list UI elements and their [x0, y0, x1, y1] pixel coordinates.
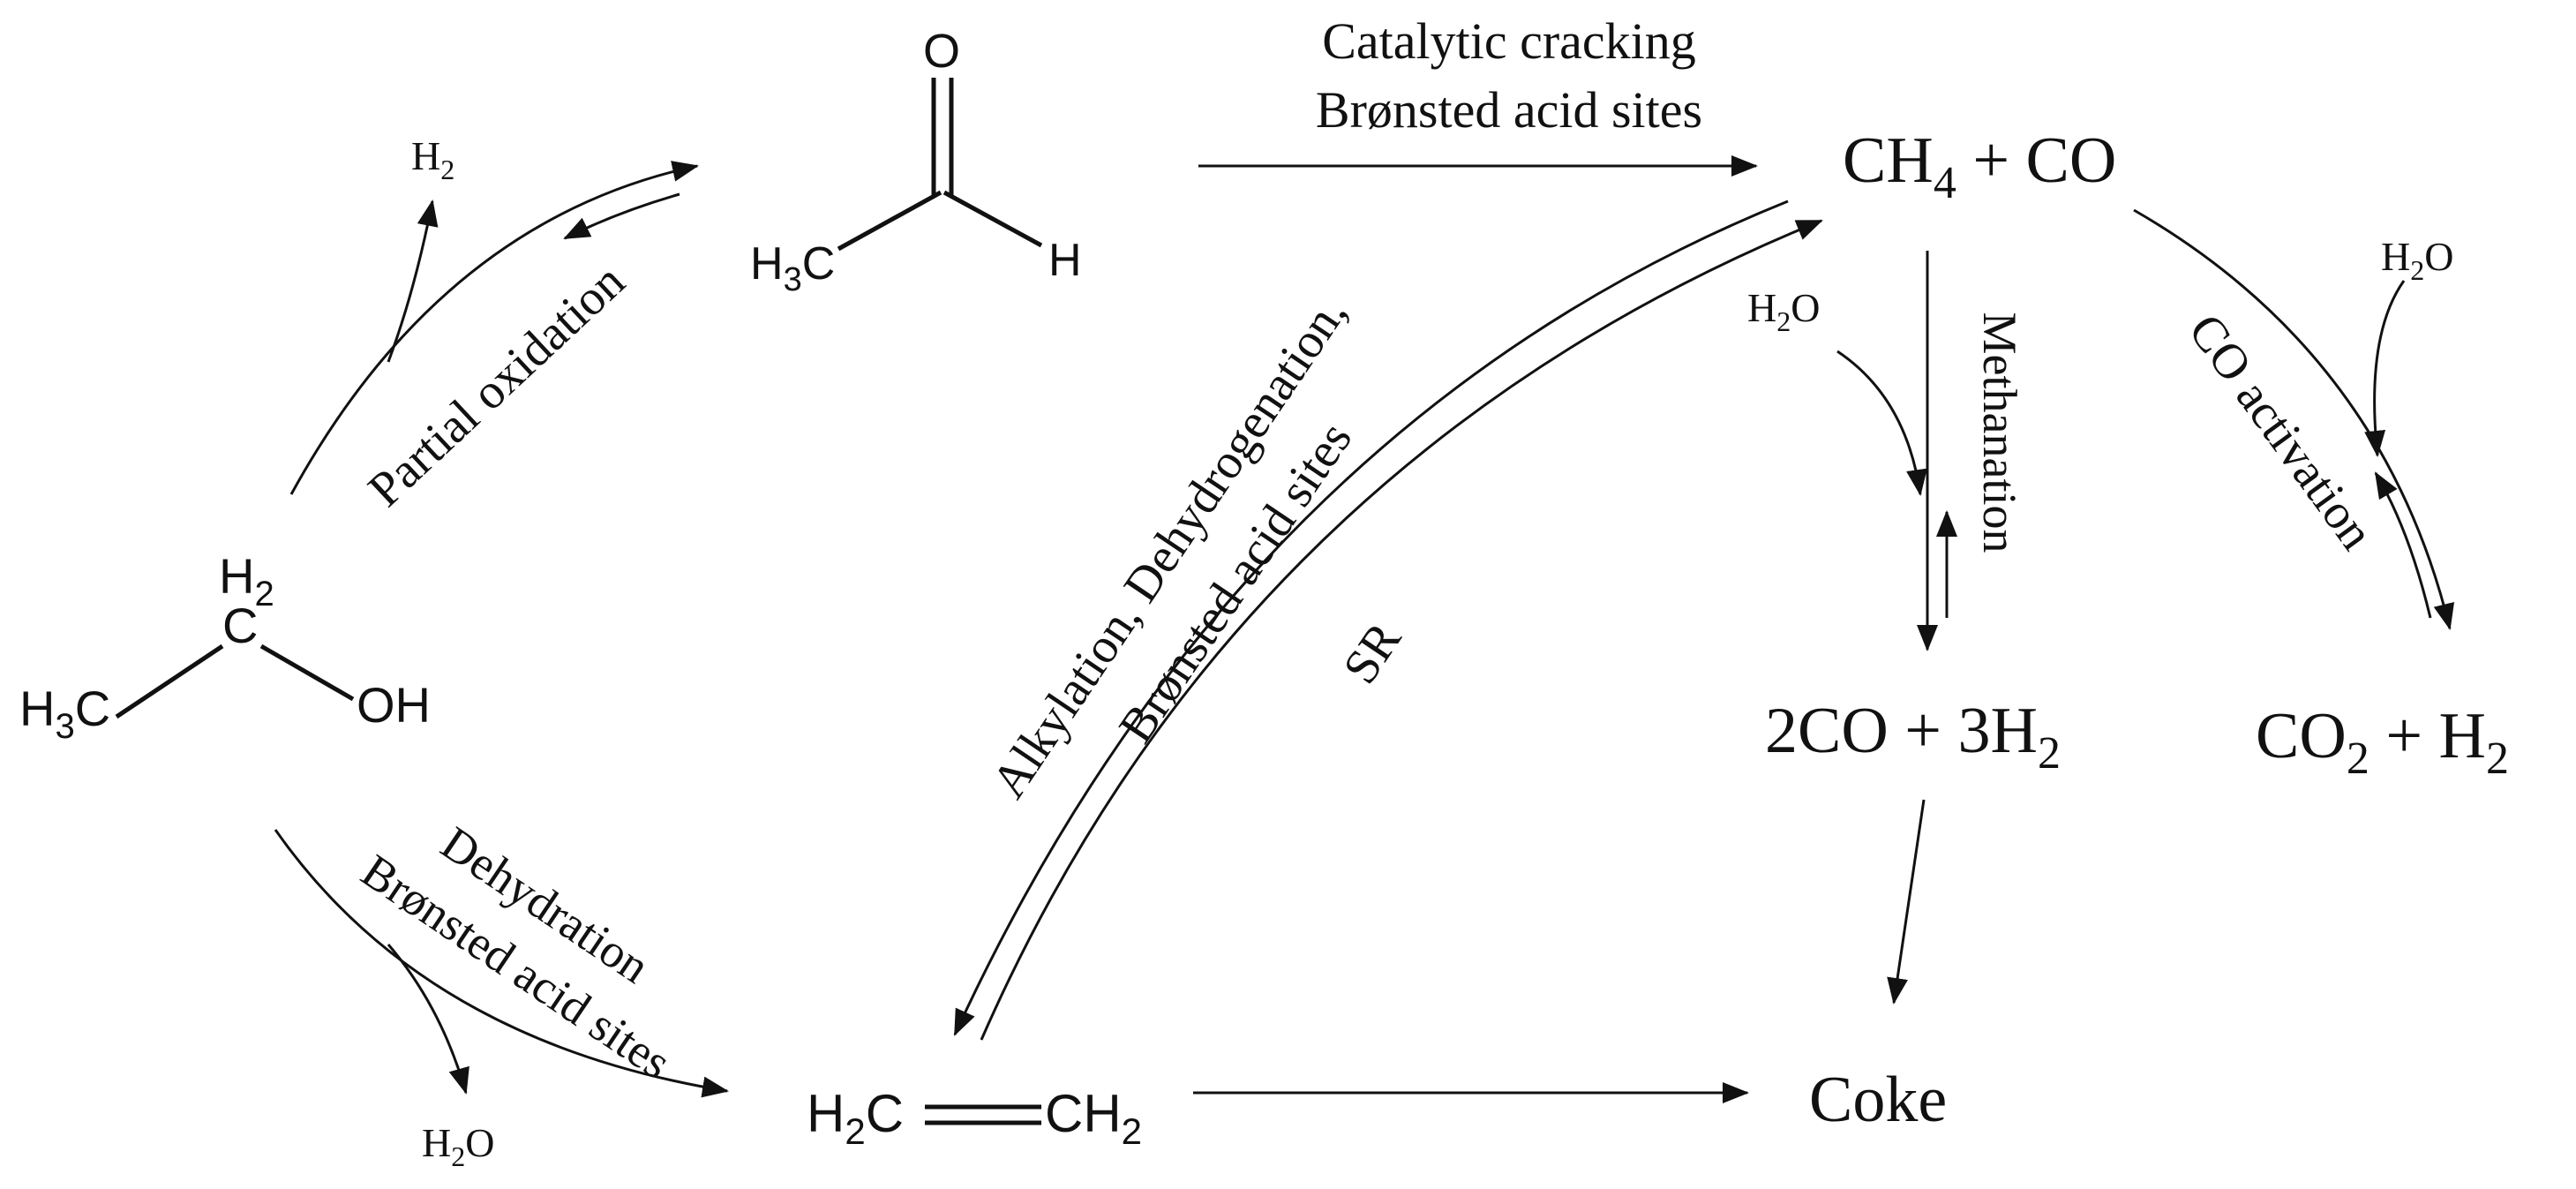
acetaldehyde-molecule: O H3C H [750, 25, 1082, 298]
partial-oxidation-label: Partial oxidation [358, 253, 635, 517]
arrow-dehydration [274, 829, 729, 1098]
arrow-h2o-into-methanation [1836, 350, 1927, 496]
h2-byproduct: H2 [411, 133, 454, 185]
co2-h2-species: CO2 + H2 [2256, 700, 2509, 784]
acetaldehyde-bond-c-h [943, 190, 1043, 248]
ethanol-ch2-carbon: C [222, 598, 258, 653]
ethanol-molecule: H2 C H3C OH [19, 548, 431, 746]
coke-species: Coke [1809, 1064, 1947, 1136]
ethylene-right-label: CH2 [1045, 1084, 1142, 1152]
arrow-alkylation [953, 199, 1789, 1036]
methanation-label: Methanation [1973, 312, 2026, 553]
h2o-methanation-reactant: H2O [1747, 285, 1820, 337]
acetaldehyde-h-label: H [1048, 235, 1082, 286]
syngas-species: 2CO + 3H2 [1765, 695, 2061, 779]
ethanol-ch2-label: H2 [219, 548, 274, 613]
alkylation-label: Alkylation, Dehydrogenation, [981, 287, 1357, 808]
arrow-partial-oxidation-reverse [563, 192, 680, 240]
ethanol-oh-label: OH [357, 677, 431, 733]
arrow-partial-oxidation-forward [289, 161, 699, 495]
catalytic-cracking-sites-label: Brønsted acid sites [1316, 81, 1702, 139]
ethylene-left-label: H2C [807, 1084, 904, 1152]
ethanol-bond-c-o [259, 643, 355, 702]
arrow-co-activation-reverse [2374, 471, 2432, 619]
arrow-h2o-release [387, 944, 469, 1095]
arrow-steam-reforming [980, 219, 1823, 1041]
ethylene-molecule: H2C CH2 [807, 1084, 1142, 1152]
sr-label: SR [1333, 613, 1412, 694]
acetaldehyde-bond-c-ch3 [837, 190, 943, 252]
h2o-co-activation-reactant: H2O [2381, 234, 2453, 286]
methane-co-species: CH4 + CO [1843, 124, 2116, 208]
arrow-co-activation-forward [2133, 208, 2455, 630]
co-activation-label: CO activation [2178, 305, 2384, 560]
catalytic-cracking-label: Catalytic cracking [1322, 12, 1696, 70]
h2o-byproduct: H2O [422, 1120, 494, 1172]
arrow-h2o-into-co-activation [2364, 280, 2406, 457]
acetaldehyde-ch3-label: H3C [750, 238, 835, 298]
arrow-syngas-to-coke [1887, 799, 1926, 1005]
ethanol-ch3-label: H3C [19, 681, 110, 746]
acetaldehyde-o-label: O [923, 25, 960, 78]
ethanol-bond-c-c [115, 643, 224, 719]
arrow-h2-release [387, 199, 439, 363]
